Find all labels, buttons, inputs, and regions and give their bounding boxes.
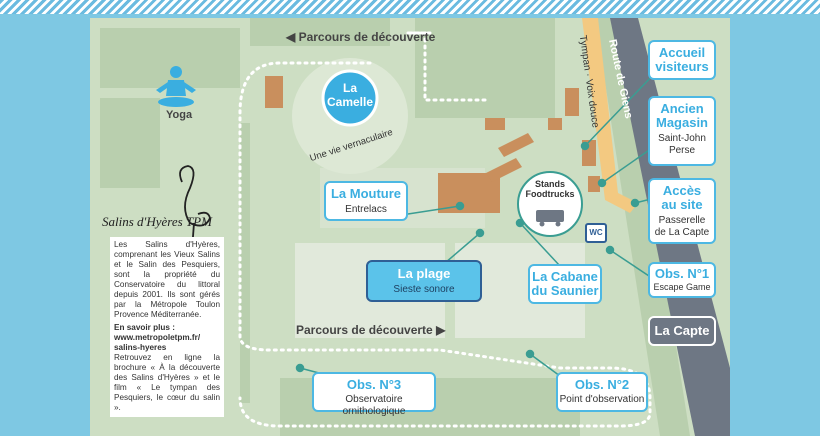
cabane-saunier-box[interactable]: La Cabane du Saunier <box>528 264 602 304</box>
parcel <box>100 28 240 88</box>
building-mouture <box>438 173 500 213</box>
building <box>565 88 579 116</box>
stands-label: Stands Foodtrucks <box>520 179 580 199</box>
parcel <box>415 18 555 118</box>
obs3-title: Obs. N°3 <box>346 377 402 392</box>
building <box>265 76 283 108</box>
acces-title-2: au site <box>661 197 703 212</box>
obs2-sub: Point d'observation <box>559 394 645 405</box>
info-url-2[interactable]: salins-hyeres <box>114 343 167 352</box>
building <box>548 118 562 130</box>
header-stripe <box>0 0 820 14</box>
camelle-title-2: Camelle <box>326 95 374 109</box>
stands-circle <box>517 171 583 237</box>
wc-badge: WC <box>585 223 607 243</box>
acces-title-1: Accès <box>662 183 702 198</box>
parcours-top-text: Parcours de découverte <box>298 30 436 44</box>
obs1-title: Obs. N°1 <box>654 266 710 281</box>
yoga-icon <box>156 66 196 107</box>
parcours-bottom-label: Parcours de découverte ▶ <box>296 323 445 337</box>
path-west <box>238 31 432 352</box>
la-plage-box[interactable]: La plage Sieste sonore <box>366 260 482 302</box>
cabane-title-2: du Saunier <box>531 283 599 298</box>
cabane-title-1: La Cabane <box>532 269 598 284</box>
building <box>485 118 505 130</box>
camelle-title-1: La <box>342 81 357 95</box>
parcel <box>250 18 390 46</box>
parcours-top-label: ◀ Parcours de découverte <box>286 30 435 44</box>
building <box>486 158 522 182</box>
info-url-1[interactable]: www.metropoletpm.fr/ <box>114 333 201 342</box>
plage-title: La plage <box>397 266 451 281</box>
obs1-box[interactable]: Obs. N°1 Escape Game <box>648 262 716 298</box>
path-north <box>408 31 487 102</box>
obs1-sub: Escape Game <box>653 282 711 292</box>
foodtruck-icon <box>536 210 564 222</box>
magasin-sub-2: Perse <box>668 145 696 156</box>
magasin-sub-1: Saint-John <box>658 133 706 144</box>
obs2-title: Obs. N°2 <box>574 377 630 392</box>
obs3-sub: Observatoire ornithologique <box>342 394 406 417</box>
la-capte-box[interactable]: La Capte <box>648 316 716 346</box>
parcel <box>100 98 160 188</box>
leader-lines <box>295 72 656 379</box>
building <box>588 176 600 192</box>
info-more-body: Retrouvez en ligne la brochure « À la dé… <box>114 353 220 412</box>
magasin-title-1: Ancien <box>660 101 704 116</box>
parcel <box>240 123 250 403</box>
building <box>498 133 534 157</box>
magasin-title-2: Magasin <box>655 115 708 130</box>
arrow-right-icon: ▶ <box>432 323 446 337</box>
la-mouture-box[interactable]: La Mouture Entrelacs <box>324 181 408 221</box>
path-south <box>238 348 652 428</box>
accueil-visiteurs-box[interactable]: Accueil visiteurs <box>648 40 716 80</box>
stands-label-1: Stands <box>534 179 565 189</box>
mouture-title: La Mouture <box>330 186 402 201</box>
info-more-heading: En savoir plus : <box>114 323 175 332</box>
acces-sub-2: de La Capte <box>654 227 710 238</box>
yoga-label: Yoga <box>166 109 193 121</box>
capte-title: La Capte <box>654 323 710 338</box>
obs2-box[interactable]: Obs. N°2 Point d'observation <box>556 372 648 412</box>
stands-label-2: Foodtrucks <box>525 189 575 199</box>
obs3-box[interactable]: Obs. N°3 Observatoire ornithologique <box>312 372 436 417</box>
accueil-title-2: visiteurs <box>655 59 709 74</box>
mouture-sub: Entrelacs <box>345 204 387 215</box>
voie-douce <box>582 18 638 213</box>
parcours-bottom-text: Parcours de découverte <box>296 323 433 337</box>
logo-text: Salins d'Hyères TPM <box>102 214 212 229</box>
plage-sub: Sieste sonore <box>393 284 455 295</box>
camelle-badge <box>321 69 379 127</box>
camelle-title: La Camelle <box>323 81 377 109</box>
acces-sub-1: Passerelle <box>658 215 706 226</box>
arrow-left-icon: ◀ <box>286 30 299 44</box>
info-panel: Les Salins d'Hyères, comprenant les Vieu… <box>110 237 224 417</box>
acces-site-box[interactable]: Accès au site Passerelle de La Capte <box>648 178 716 244</box>
info-body: Les Salins d'Hyères, comprenant les Vieu… <box>114 240 220 319</box>
accueil-title-1: Accueil <box>658 45 706 60</box>
ancien-magasin-box[interactable]: Ancien Magasin Saint-John Perse <box>648 96 716 166</box>
wc-text: WC <box>589 228 603 237</box>
